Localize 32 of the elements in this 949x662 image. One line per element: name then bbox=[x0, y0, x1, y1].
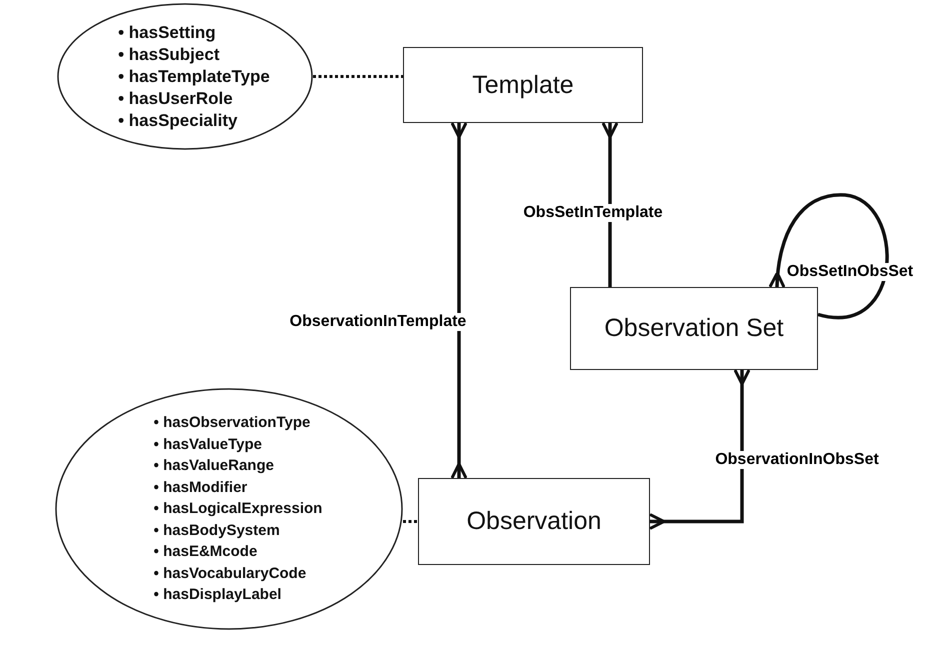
attribute-name: • hasE&Mcode bbox=[154, 542, 258, 562]
entity-box bbox=[403, 47, 643, 123]
entity-box bbox=[418, 478, 650, 565]
attribute-name: • hasVocabularyCode bbox=[154, 564, 308, 584]
edge-label: ObsSetInObsSet bbox=[786, 263, 914, 281]
attribute-name: • hasValueRange bbox=[154, 456, 275, 476]
attribute-name: • hasSubject bbox=[118, 44, 220, 66]
attribute-name: • hasObservationType bbox=[154, 413, 312, 434]
edge-label: ObservationInObsSet bbox=[714, 451, 880, 469]
attribute-name: • hasValueType bbox=[154, 434, 264, 455]
attribute-name: • hasSpeciality bbox=[118, 110, 238, 132]
relationship-line bbox=[768, 193, 889, 320]
entity-box bbox=[570, 287, 818, 370]
attribute-name: • hasUserRole bbox=[118, 88, 234, 110]
attribute-name: • hasModifier bbox=[154, 478, 248, 498]
entity-name: Observation bbox=[466, 507, 602, 536]
attribute-name: • hasTemplateType bbox=[118, 66, 270, 88]
attribute-name: • hasDisplayLabel bbox=[154, 585, 282, 606]
attribute-name: • hasLogicalExpression bbox=[154, 499, 322, 520]
attribute-ellipse bbox=[55, 388, 403, 630]
relationship-line bbox=[648, 368, 750, 530]
relationship-line bbox=[450, 122, 468, 480]
attribute-ellipse bbox=[57, 3, 313, 150]
edge-label: ObservationInTemplate bbox=[288, 313, 468, 331]
dotted-connector bbox=[403, 520, 418, 523]
entity-name: Template bbox=[472, 70, 574, 100]
dotted-connector bbox=[313, 75, 403, 78]
attribute-name: • hasSetting bbox=[118, 22, 217, 44]
relationship-line bbox=[602, 122, 618, 287]
edge-label: ObsSetInTemplate bbox=[522, 204, 664, 222]
attribute-name: • hasBodySystem bbox=[154, 520, 281, 541]
entity-name: Observation Set bbox=[604, 314, 784, 343]
